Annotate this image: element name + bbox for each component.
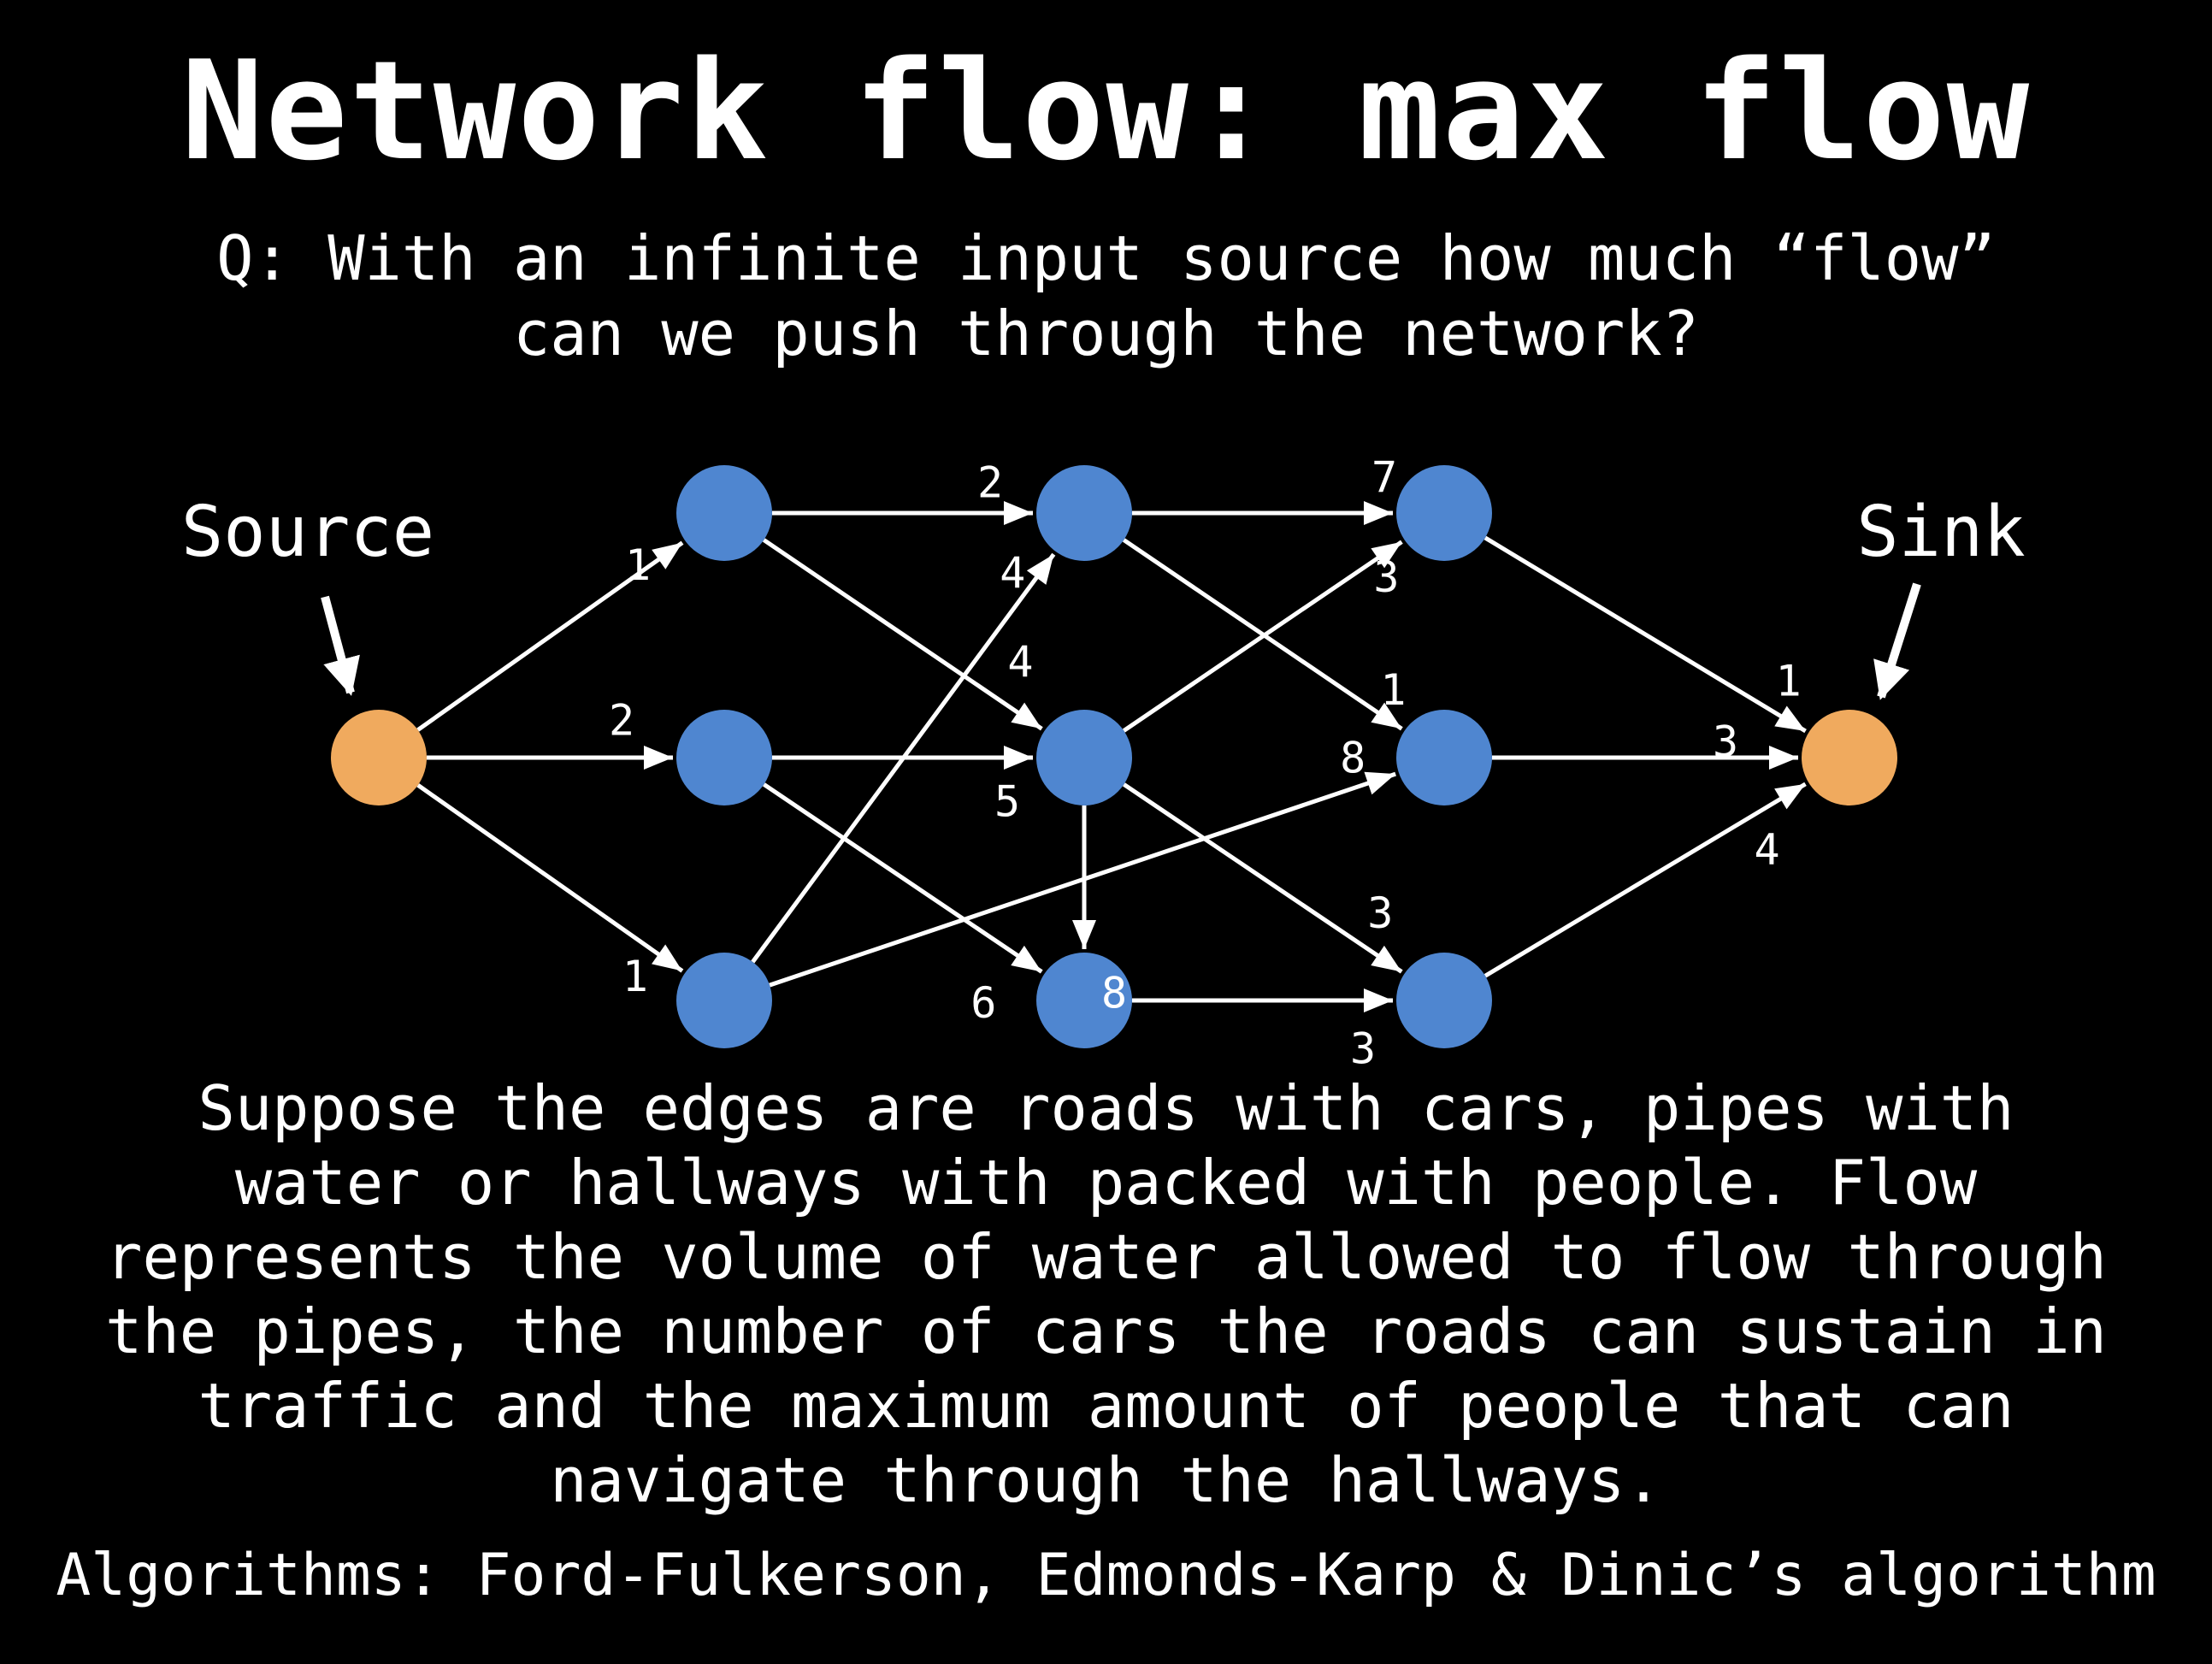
capacity-label-c-d: 4 bbox=[1000, 548, 1025, 598]
description-line-3: represents the volume of water allowed t… bbox=[105, 1221, 2107, 1293]
edge-e-g bbox=[1122, 540, 1403, 733]
source-pointer-arrow bbox=[321, 595, 360, 696]
capacity-label-b-e: 5 bbox=[994, 777, 1020, 827]
edge-arrowhead-i-t bbox=[1774, 783, 1806, 810]
edge-arrowhead-f-i bbox=[1364, 988, 1393, 1012]
network-node-b bbox=[676, 710, 772, 805]
network-node-h bbox=[1396, 710, 1492, 805]
edge-layer bbox=[416, 501, 1807, 1012]
edge-arrowhead-s-b bbox=[644, 746, 673, 770]
description-line-1: Suppose the edges are roads with cars, p… bbox=[198, 1072, 2014, 1144]
capacity-label-h-t: 3 bbox=[1713, 717, 1738, 767]
node-layer bbox=[331, 465, 1897, 1048]
edge-s-a bbox=[416, 540, 684, 732]
edge-e-i bbox=[1123, 782, 1403, 974]
capacity-label-s-b: 2 bbox=[609, 696, 634, 746]
question-text: Q: With an infinite input source how muc… bbox=[0, 221, 2212, 371]
capacity-label-e-i: 3 bbox=[1367, 888, 1393, 938]
edge-b-f bbox=[763, 782, 1043, 974]
description-line-2: water or hallways with packed with peopl… bbox=[234, 1147, 1978, 1218]
source-label: Source bbox=[181, 492, 434, 573]
capacity-label-e-g: 3 bbox=[1373, 552, 1399, 602]
page-title: Network flow: max flow bbox=[180, 31, 2032, 191]
sink-node bbox=[1802, 710, 1897, 805]
capacity-label-s-a: 1 bbox=[625, 540, 651, 590]
capacity-label-e-f: 8 bbox=[1101, 969, 1127, 1018]
description-line-4: the pipes, the number of cars the roads … bbox=[105, 1295, 2107, 1367]
edge-arrowhead-b-e bbox=[1004, 746, 1033, 770]
description-paragraph: Suppose the edges are roads with cars, p… bbox=[0, 1071, 2212, 1518]
network-node-c bbox=[676, 953, 772, 1048]
network-node-g bbox=[1396, 465, 1492, 561]
capacity-label-d-h: 1 bbox=[1380, 665, 1406, 715]
sink-label: Sink bbox=[1856, 492, 2025, 573]
edge-arrowhead-c-h bbox=[1364, 771, 1396, 795]
edge-a-e bbox=[762, 538, 1043, 731]
capacity-label-b-f: 6 bbox=[970, 978, 996, 1028]
edge-c-d bbox=[751, 552, 1056, 964]
network-node-i bbox=[1396, 953, 1492, 1048]
network-node-f bbox=[1036, 953, 1132, 1048]
network-node-e bbox=[1036, 710, 1132, 805]
question-line-2: can we push through the network? bbox=[512, 298, 1700, 369]
edge-arrowhead-h-t bbox=[1769, 746, 1798, 770]
edge-arrowhead-c-d bbox=[1026, 554, 1054, 585]
capacity-label-i-t: 4 bbox=[1754, 824, 1779, 874]
sink-pointer-arrow bbox=[1873, 582, 1921, 700]
edge-arrowhead-b-f bbox=[1011, 945, 1042, 972]
capacity-label-c-h: 8 bbox=[1340, 734, 1366, 783]
capacity-label-f-i: 3 bbox=[1350, 1024, 1376, 1074]
capacity-label-a-d: 2 bbox=[977, 458, 1003, 508]
description-line-5: traffic and the maximum amount of people… bbox=[198, 1370, 2014, 1442]
edge-i-t bbox=[1484, 782, 1807, 978]
edge-arrowhead-d-g bbox=[1364, 501, 1393, 525]
edge-arrowhead-d-h bbox=[1371, 702, 1402, 729]
description-line-6: navigate through the hallways. bbox=[550, 1444, 1662, 1516]
source-node bbox=[331, 710, 427, 805]
capacity-label-a-e: 4 bbox=[1007, 637, 1033, 687]
edge-arrowhead-a-e bbox=[1011, 702, 1042, 729]
edge-arrowhead-a-d bbox=[1004, 501, 1033, 525]
algorithms-line: Algorithms: Ford-Fulkerson, Edmonds-Karp… bbox=[56, 1542, 2156, 1609]
edge-s-c bbox=[416, 783, 684, 973]
edge-arrowhead-g-t bbox=[1774, 705, 1806, 732]
capacity-label-s-c: 1 bbox=[622, 952, 648, 1001]
edge-c-h bbox=[769, 771, 1396, 988]
edge-g-t bbox=[1484, 535, 1807, 734]
capacity-label-g-t: 1 bbox=[1776, 657, 1802, 706]
edge-arrowhead-e-f bbox=[1072, 920, 1096, 949]
edge-arrowhead-s-c bbox=[652, 944, 682, 971]
edge-arrowhead-e-g bbox=[1371, 541, 1402, 569]
network-node-d bbox=[1036, 465, 1132, 561]
network-node-a bbox=[676, 465, 772, 561]
question-line-1: Q: With an infinite input source how muc… bbox=[216, 222, 1996, 294]
edge-arrowhead-s-a bbox=[652, 542, 683, 569]
edge-arrowhead-e-i bbox=[1371, 945, 1402, 972]
capacity-label-d-g: 7 bbox=[1371, 453, 1397, 503]
